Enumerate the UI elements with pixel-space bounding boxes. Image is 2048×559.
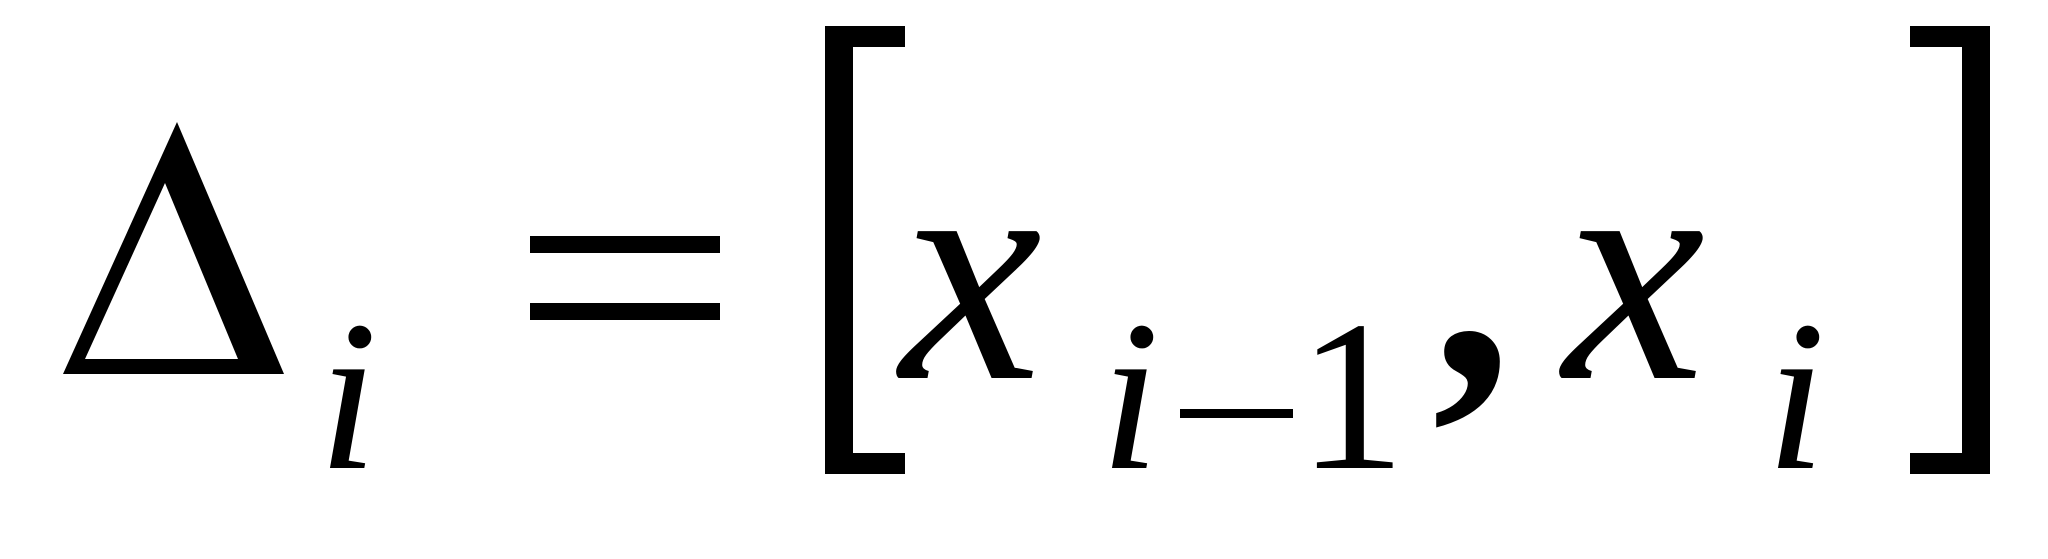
right-bracket: ] bbox=[1910, 26, 1990, 474]
first-subscript-minus bbox=[1180, 409, 1293, 418]
first-subscript-i: i bbox=[1100, 276, 1160, 515]
second-subscript-i: i bbox=[1766, 276, 1826, 515]
second-variable-x: x bbox=[1558, 94, 1705, 448]
first-subscript-one: 1 bbox=[1298, 276, 1406, 515]
comma: , bbox=[1432, 94, 1512, 448]
first-variable-x: x bbox=[895, 94, 1042, 448]
left-bracket: [ bbox=[825, 26, 905, 474]
equals-sign: = bbox=[530, 236, 720, 320]
delta-symbol: Δ bbox=[63, 122, 284, 374]
delta-subscript: i bbox=[318, 276, 378, 515]
